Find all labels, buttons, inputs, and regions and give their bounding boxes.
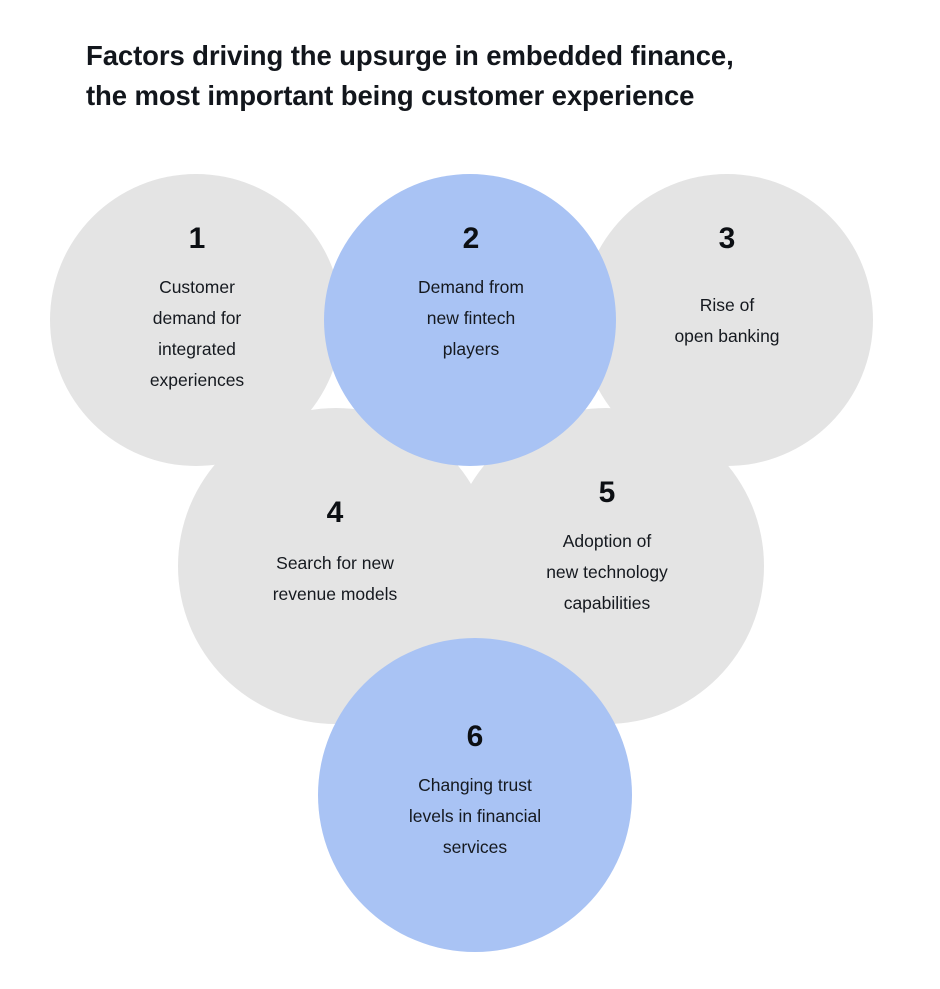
venn-circle-5[interactable] bbox=[448, 408, 764, 724]
venn-node-1-label-line-4: experiences bbox=[149, 370, 245, 391]
venn-node-1-number: 1 bbox=[188, 222, 206, 255]
venn-node-6-number: 6 bbox=[466, 720, 484, 753]
venn-node-2[interactable]: 2 Demand from new fintech players bbox=[371, 224, 571, 365]
page-title-line-2: the most important being customer experi… bbox=[86, 79, 695, 111]
venn-node-6-label-line-2: levels in financial bbox=[408, 806, 542, 827]
venn-circle-4[interactable] bbox=[178, 408, 494, 724]
venn-node-2-label: Demand from new fintech players bbox=[371, 272, 571, 365]
page-title-line-1: Factors driving the upsurge in embedded … bbox=[86, 40, 734, 71]
venn-node-3[interactable]: 3 Rise of open banking bbox=[627, 224, 827, 352]
venn-node-2-label-line-3: players bbox=[442, 339, 500, 360]
venn-node-3-label: Rise of open banking bbox=[627, 290, 827, 352]
venn-node-5-label: Adoption of new technology capabilities bbox=[507, 526, 707, 619]
venn-node-4-number: 4 bbox=[326, 496, 344, 529]
venn-node-4-label-line-2: revenue models bbox=[272, 584, 398, 605]
venn-node-5-label-line-1: Adoption of bbox=[562, 531, 652, 551]
venn-node-3-label-line-2: open banking bbox=[674, 326, 780, 347]
venn-node-5-label-line-3: capabilities bbox=[563, 593, 651, 614]
venn-node-6-label-line-3: services bbox=[442, 837, 508, 858]
venn-node-2-number: 2 bbox=[462, 222, 480, 255]
venn-node-3-label-line-1: Rise of bbox=[699, 295, 755, 315]
venn-node-1[interactable]: 1 Customer demand for integrated experie… bbox=[97, 224, 297, 397]
venn-node-2-label-line-2: new fintech bbox=[426, 308, 516, 329]
venn-node-4[interactable]: 4 Search for new revenue models bbox=[235, 498, 435, 610]
venn-node-2-label-line-1: Demand from bbox=[417, 277, 524, 297]
venn-node-6-label-line-1: Changing trust bbox=[418, 775, 532, 795]
venn-node-1-label: Customer demand for integrated experienc… bbox=[97, 272, 297, 397]
venn-circle-6[interactable] bbox=[318, 638, 632, 952]
venn-node-6[interactable]: 6 Changing trust levels in financial ser… bbox=[375, 722, 575, 863]
venn-node-5[interactable]: 5 Adoption of new technology capabilitie… bbox=[507, 478, 707, 619]
venn-node-4-label-line-1: Search for new bbox=[276, 553, 394, 573]
venn-node-6-label: Changing trust levels in financial servi… bbox=[375, 770, 575, 863]
venn-circle-3[interactable] bbox=[581, 174, 873, 466]
venn-node-5-number: 5 bbox=[598, 476, 616, 509]
venn-node-4-label: Search for new revenue models bbox=[235, 548, 435, 610]
venn-node-5-label-line-2: new technology bbox=[546, 562, 668, 583]
venn-node-1-label-line-1: Customer bbox=[159, 277, 235, 297]
venn-node-1-label-line-2: demand for bbox=[152, 308, 242, 329]
venn-node-1-label-line-3: integrated bbox=[158, 339, 236, 360]
venn-circle-2[interactable] bbox=[324, 174, 616, 466]
venn-circle-1[interactable] bbox=[50, 174, 342, 466]
page-title: Factors driving the upsurge in embedded … bbox=[86, 36, 876, 116]
venn-node-3-number: 3 bbox=[718, 222, 736, 255]
